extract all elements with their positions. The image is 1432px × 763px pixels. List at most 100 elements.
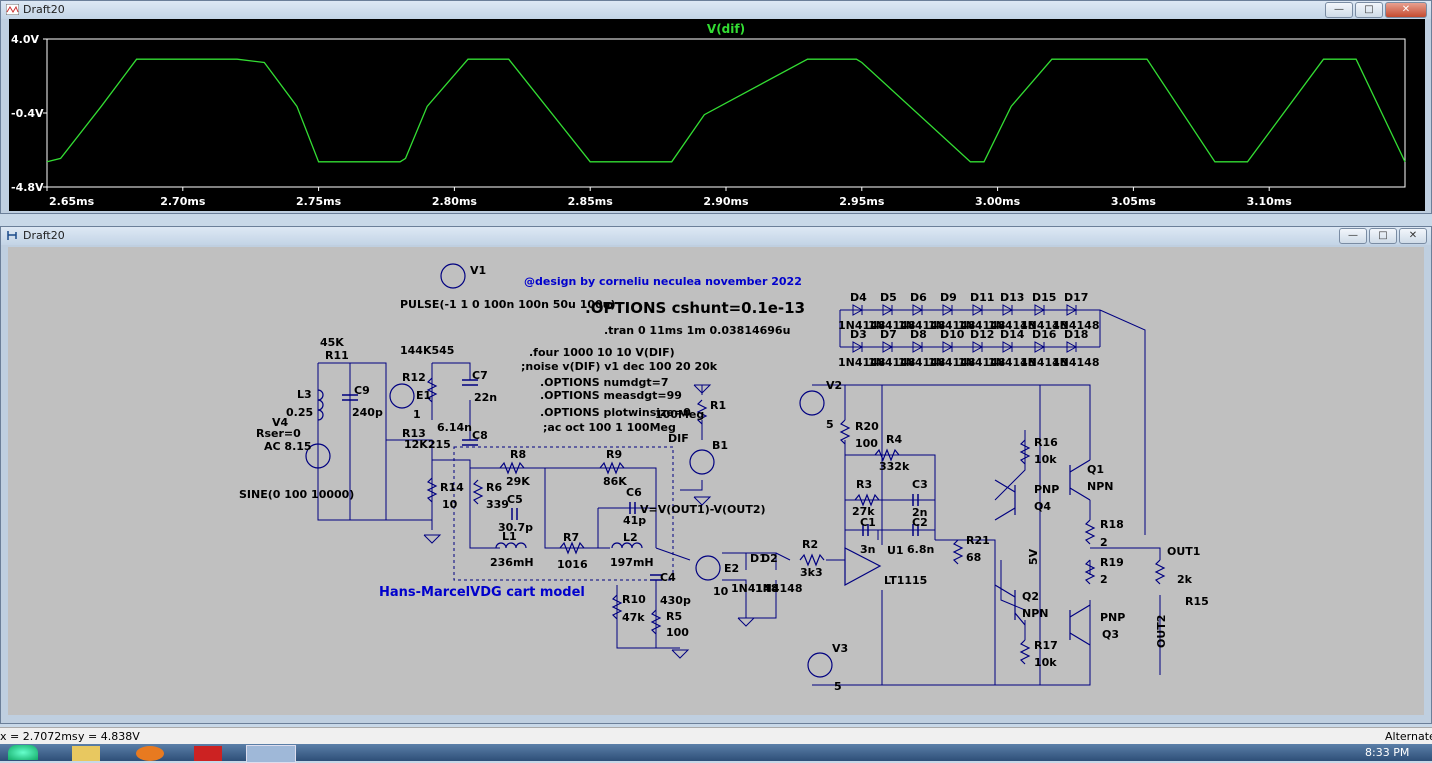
R8-label[interactable]: R8 [510,448,526,461]
C3-label[interactable]: C3 [912,478,928,491]
diode-label[interactable]: D9 [940,291,957,304]
minimize-button[interactable]: — [1339,228,1367,244]
D1-label[interactable]: D1 [750,552,767,565]
C9-label[interactable]: C9 [354,384,370,397]
close-button[interactable]: ✕ [1399,228,1427,244]
ac-directive[interactable]: ;ac oct 100 1 100Meg [543,421,676,434]
explorer-taskbar-icon[interactable] [72,746,100,761]
R5-label[interactable]: R5 [666,610,682,623]
Q1-label[interactable]: Q1 [1087,463,1104,476]
diode-model: 1N4148 [958,319,1005,332]
Q3-label[interactable]: Q3 [1102,628,1119,641]
app-taskbar-icon[interactable] [194,746,222,761]
schematic-svg[interactable]: V1 @design by corneliu neculea november … [8,247,1424,715]
U1-label[interactable]: U1 [887,544,904,557]
E2-label[interactable]: E2 [724,562,739,575]
R15-label[interactable]: R15 [1185,595,1209,608]
diode-label[interactable]: D15 [1032,291,1056,304]
C1-label[interactable]: C1 [860,516,876,529]
R19-label[interactable]: R19 [1100,556,1124,569]
R10-value: 47k [622,611,645,624]
sine-label[interactable]: SINE(0 100 10000) [239,488,354,501]
R1-label[interactable]: R1 [710,399,726,412]
diode-label[interactable]: D3 [850,328,867,341]
close-button[interactable]: ✕ [1385,2,1427,18]
ltspice-taskbar-icon[interactable] [246,745,296,763]
R20-label[interactable]: R20 [855,420,879,433]
bexpr-label[interactable]: V=V(OUT1)-V(OUT2) [640,503,766,516]
maximize-button[interactable]: □ [1369,228,1397,244]
R6-value: 339 [486,498,509,511]
V3-label[interactable]: V3 [832,642,848,655]
R14-label[interactable]: R14 [440,481,464,494]
schematic-canvas[interactable]: V1 @design by corneliu neculea november … [8,247,1424,715]
diode-label[interactable]: D12 [970,328,994,341]
firefox-taskbar-icon[interactable] [136,746,164,761]
tran-directive[interactable]: .tran 0 11ms 1m 0.03814696u [604,324,790,337]
R3-label[interactable]: R3 [856,478,872,491]
OUT1-netlabel[interactable]: OUT1 [1167,545,1200,558]
plotwinsize-directive[interactable]: .OPTIONS plotwinsize=0 [540,406,691,419]
diode-label[interactable]: D10 [940,328,965,341]
Q2-label[interactable]: Q2 [1022,590,1039,603]
L3-label[interactable]: L3 [297,388,312,401]
diode-label[interactable]: D14 [1000,328,1025,341]
start-button[interactable] [8,745,38,760]
D2-label[interactable]: D2 [761,552,778,565]
V2-label[interactable]: V2 [826,379,842,392]
R4-value: 332k [879,460,910,473]
R17-label[interactable]: R17 [1034,639,1058,652]
plot-titlebar[interactable]: Draft20 —□✕ [1,1,1431,19]
V4-label[interactable]: V4 [272,416,289,429]
R4-label[interactable]: R4 [886,433,902,446]
four-directive[interactable]: .four 1000 10 10 V(DIF) [529,346,675,359]
R13-label[interactable]: R13 [402,427,426,440]
R7-label[interactable]: R7 [563,531,579,544]
R21-label[interactable]: R21 [966,534,990,547]
R2-label[interactable]: R2 [802,538,818,551]
diode-label[interactable]: D13 [1000,291,1024,304]
diode-label[interactable]: D18 [1064,328,1088,341]
R18-label[interactable]: R18 [1100,518,1124,531]
numdgt-directive[interactable]: .OPTIONS numdgt=7 [540,376,669,389]
C5-label[interactable]: C5 [507,493,523,506]
maximize-button[interactable]: □ [1355,2,1383,18]
label-V1[interactable]: V1 [470,264,486,277]
DIF-netlabel[interactable]: DIF [668,432,689,445]
R10-label[interactable]: R10 [622,593,646,606]
C4-label[interactable]: C4 [660,571,676,584]
cshunt-directive[interactable]: .OPTIONS cshunt=0.1e-13 [585,299,805,317]
5V-netlabel[interactable]: 5V [1027,548,1040,565]
diode-label[interactable]: D8 [910,328,927,341]
trace-label[interactable]: V(dif) [707,22,745,36]
diode-label[interactable]: D7 [880,328,897,341]
diode-label[interactable]: D16 [1032,328,1057,341]
L1-label[interactable]: L1 [502,530,517,543]
diode-label[interactable]: D17 [1064,291,1088,304]
R9-label[interactable]: R9 [606,448,622,461]
R12-label[interactable]: R12 [402,371,426,384]
measdgt-directive[interactable]: .OPTIONS measdgt=99 [540,389,682,402]
diode-label[interactable]: D5 [880,291,897,304]
C7-label[interactable]: C7 [472,369,488,382]
C8-label[interactable]: C8 [472,429,488,442]
diode-label[interactable]: D6 [910,291,927,304]
Q4-label[interactable]: Q4 [1034,500,1051,513]
C6-label[interactable]: C6 [626,486,642,499]
E1-label[interactable]: E1 [416,389,431,402]
L2-label[interactable]: L2 [623,531,638,544]
C2-label[interactable]: C2 [912,516,928,529]
diode-label[interactable]: D4 [850,291,867,304]
R6-label[interactable]: R6 [486,481,502,494]
minimize-button[interactable]: — [1325,2,1353,18]
R11-label[interactable]: R11 [325,349,349,362]
schematic-titlebar[interactable]: Draft20 —□✕ [1,227,1431,245]
R16-label[interactable]: R16 [1034,436,1058,449]
OUT2-netlabel[interactable]: OUT2 [1155,615,1168,648]
B1-label[interactable]: B1 [712,439,728,452]
diode-label[interactable]: D11 [970,291,994,304]
noise-directive[interactable]: ;noise v(DIF) v1 dec 100 20 20k [521,360,718,373]
pulse-label[interactable]: PULSE(-1 1 0 100n 100n 50u 100u) [400,298,616,311]
